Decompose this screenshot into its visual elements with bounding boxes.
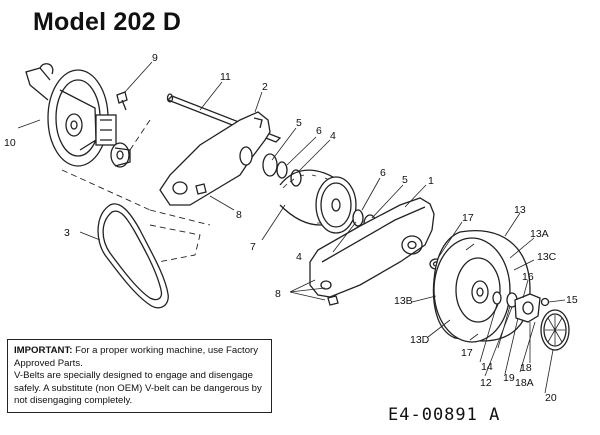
callout-1: 1	[428, 175, 434, 187]
wheel-tire	[432, 230, 531, 343]
callout-13D: 13D	[410, 334, 430, 346]
callout-11: 11	[220, 71, 231, 83]
v-belt	[97, 203, 169, 309]
callout-7: 7	[250, 241, 256, 253]
leader-lines	[17, 61, 566, 394]
callout-6b: 6	[380, 167, 386, 179]
callout-13C: 13C	[537, 251, 557, 263]
callout-3: 3	[64, 227, 70, 239]
hub-cap	[540, 309, 570, 351]
sprocket	[315, 176, 357, 234]
callout-5a: 5	[296, 117, 302, 129]
callout-2: 2	[262, 81, 268, 93]
callout-14: 14	[481, 361, 493, 373]
callout-18: 18	[520, 362, 532, 374]
callout-15: 15	[566, 294, 578, 306]
callout-12: 12	[480, 377, 492, 389]
callout-10: 10	[4, 137, 16, 149]
callout-5b: 5	[402, 174, 408, 186]
callout-9: 9	[152, 52, 158, 64]
callout-8b: 8	[275, 288, 281, 300]
chain-case-plate	[159, 111, 271, 206]
callout-8a: 8	[236, 209, 242, 221]
callout-20: 20	[545, 392, 557, 404]
callout-16: 16	[522, 271, 534, 283]
hub-parts	[492, 291, 550, 323]
notice-heading: IMPORTANT:	[14, 345, 73, 356]
engine-pulley-assembly	[25, 63, 117, 167]
spacer-pulley	[110, 142, 131, 168]
callout-13A: 13A	[530, 228, 549, 240]
chain-cover	[309, 197, 435, 298]
bolt-9	[116, 91, 128, 111]
callout-6a: 6	[316, 125, 322, 137]
callout-19: 19	[503, 372, 515, 384]
callout-17a: 17	[462, 212, 474, 224]
model-title: Model 202 D	[33, 8, 182, 36]
callout-13B: 13B	[394, 295, 413, 307]
important-notice: IMPORTANT: For a proper working machine,…	[7, 339, 272, 413]
callout-4b: 4	[296, 251, 302, 263]
callout-13: 13	[514, 204, 526, 216]
callout-18A: 18A	[515, 377, 534, 389]
drawing-code: E4-00891 A	[388, 405, 501, 425]
callout-17b: 17	[461, 347, 473, 359]
notice-line-1: For a proper working machine, use Factor…	[14, 345, 259, 369]
callout-4a: 4	[330, 130, 336, 142]
notice-line-2: V-Belts are specially designed to engage…	[14, 370, 262, 406]
